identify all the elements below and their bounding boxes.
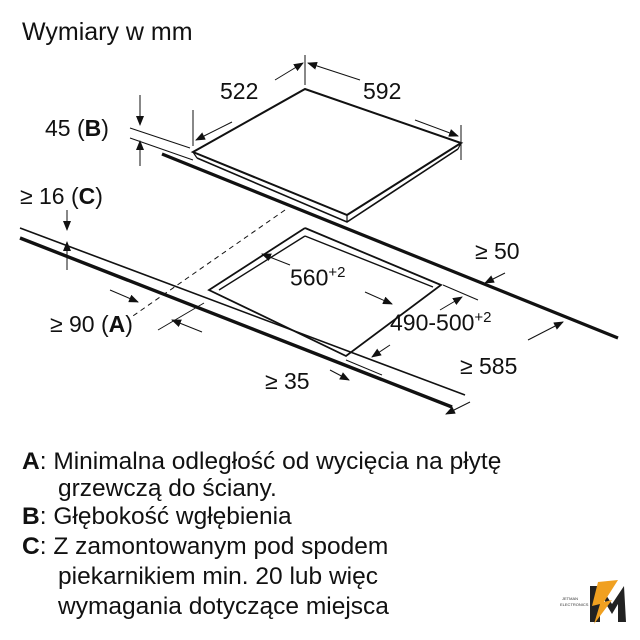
c-letter: C: [78, 183, 96, 209]
a-letter: A: [108, 311, 126, 337]
cutout-depth-label: 490-500+2: [390, 309, 492, 336]
worktop-depth-label: ≥ 585: [460, 353, 518, 379]
c-value: ≥ 16: [20, 183, 65, 209]
front-gap-label: ≥ 35: [265, 368, 310, 394]
hob-outline: [190, 87, 464, 223]
depth-label: 522: [220, 78, 259, 104]
jetman-logo: JETMAN ELECTRONICS: [560, 578, 630, 628]
legend-b: B: Głębokość wgłębienia: [22, 503, 292, 530]
b-label: 45 (B): [45, 115, 109, 141]
legend-a-cont: grzewczą do ściany.: [58, 475, 277, 502]
width-label: 592: [363, 78, 402, 104]
legend-c-cont2: wymagania dotyczące miejsca: [58, 593, 389, 620]
c-label: ≥ 16 (C): [20, 183, 103, 209]
legend-c: C: Z zamontowanym pod spodem: [22, 533, 389, 560]
a-label: ≥ 90 (A): [50, 311, 133, 337]
cutout-width-label: 560+2: [290, 264, 346, 291]
legend-c-cont1: piekarnikiem min. 20 lub więc: [58, 563, 378, 590]
svg-text:ELECTRONICS: ELECTRONICS: [560, 602, 589, 607]
back-gap-label: ≥ 50: [475, 238, 520, 264]
svg-text:JETMAN: JETMAN: [562, 596, 578, 601]
b-value: 45: [45, 115, 71, 141]
cutout-outline: [207, 227, 443, 358]
diagram-title: Wymiary w mm: [22, 18, 193, 46]
b-letter: B: [84, 115, 102, 141]
legend-a: A: Minimalna odległość od wycięcia na pł…: [22, 448, 502, 475]
a-value: ≥ 90: [50, 311, 95, 337]
